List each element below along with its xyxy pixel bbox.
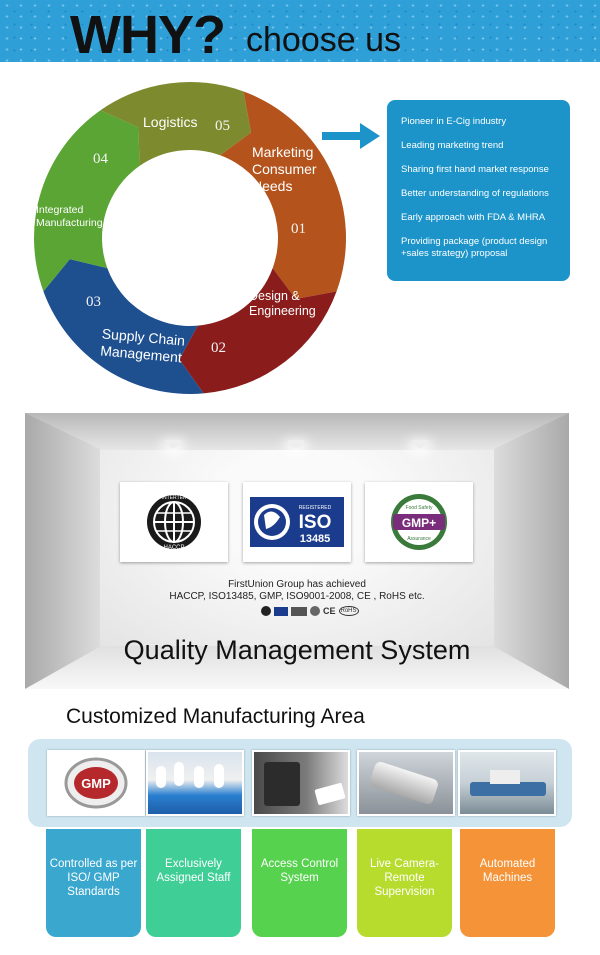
ring-segment-integrated	[34, 110, 140, 292]
gallery-left-wall	[25, 413, 100, 689]
advantage-item: Leading marketing trend	[401, 140, 504, 151]
iso-certificate-frame: REGISTERED ISO 13485	[243, 482, 351, 562]
advantage-item: Early approach with FDA & MHRA	[401, 212, 546, 223]
security-camera-photo	[357, 750, 455, 816]
cleanroom-staff-photo	[146, 750, 244, 816]
segment-label-supply-chain: Supply Chain Management	[99, 325, 186, 366]
access-keypad-photo	[252, 750, 350, 816]
iso9001-small-icon	[310, 606, 320, 616]
process-ring-diagram: Logistics 05 Marketing Consumer Needs 01…	[0, 62, 600, 402]
certification-gallery: INTERTEK HACCP REGISTERED ISO 13485 GMP+…	[25, 413, 569, 689]
gallery-right-wall	[494, 413, 569, 689]
gmp-plus-badge-icon: GMP+ Food Safety Assurance	[391, 494, 447, 550]
ring-segment-marketing	[220, 91, 346, 299]
segment-num-03: 03	[86, 294, 101, 310]
header-banner: WHY? choose us	[0, 0, 600, 62]
advantage-item: Better understanding of regulations	[401, 188, 549, 199]
spotlight-icon	[288, 440, 304, 448]
ce-mark-icon: CE	[323, 606, 336, 616]
cert-achieved-line1: FirstUnion Group has achieved	[228, 579, 366, 590]
right-arrow-icon	[322, 123, 380, 149]
segment-label-integrated: Integrated Manufacturing	[36, 204, 103, 229]
ring-segment-supply-chain	[43, 259, 204, 394]
haccp-certificate-frame: INTERTEK HACCP	[120, 482, 228, 562]
iso-small-icon	[274, 606, 288, 616]
advantage-item: Pioneer in E-Cig industry	[401, 116, 507, 127]
gmp-bottom-text: Assurance	[407, 536, 431, 542]
header-why: WHY?	[70, 5, 226, 62]
header-choose-us: choose us	[246, 21, 401, 59]
tile-access-control: Access Control System	[252, 829, 347, 937]
iso-registered-text: REGISTERED	[299, 505, 332, 511]
gmp-plus-text: GMP+	[402, 516, 436, 530]
tile-camera-supervision: Live Camera-Remote Supervision	[357, 829, 452, 937]
segment-num-01: 01	[291, 221, 306, 237]
haccp-bottom-text: HACCP	[163, 545, 184, 551]
gmp-small-icon	[291, 606, 307, 616]
haccp-globe-icon: INTERTEK HACCP	[147, 495, 201, 551]
cert-achieved-line2: HACCP, ISO13485, GMP, ISO9001-2008, CE ,…	[169, 591, 425, 602]
rohs-mark-icon: RoHS	[338, 606, 359, 616]
iso-number-text: 13485	[300, 533, 331, 545]
header-dot-pattern	[0, 0, 600, 62]
ring-center	[103, 151, 277, 325]
automated-machines-photo	[458, 750, 556, 816]
haccp-top-text: INTERTEK	[162, 495, 187, 501]
gallery-floor	[25, 646, 569, 689]
gmp-top-text: Food Safety	[406, 505, 433, 511]
segment-num-02: 02	[211, 340, 226, 356]
cma-title: Customized Manufacturing Area	[66, 705, 365, 728]
tile-iso-gmp-standards: Controlled as per ISO/ GMP Standards	[46, 829, 141, 937]
advantage-item: Providing package (product design +sales…	[401, 236, 548, 259]
segment-label-marketing: Marketing Consumer Needs	[252, 144, 317, 194]
gmp-seal-text: GMP	[81, 776, 111, 791]
advantage-item: Sharing first hand market response	[401, 164, 549, 175]
gmp-seal-photo: GMP	[47, 750, 145, 816]
ring-svg	[34, 82, 346, 394]
gmp-certificate-frame: GMP+ Food Safety Assurance	[365, 482, 473, 562]
haccp-small-icon	[261, 606, 271, 616]
ring-segment-logistics	[100, 82, 251, 166]
qms-title: Quality Management System	[123, 635, 471, 665]
tile-assigned-staff: Exclusively Assigned Staff	[146, 829, 241, 937]
cert-small-icons: CE RoHS	[261, 606, 359, 616]
ring-segment-design	[179, 268, 337, 394]
spotlight-icon	[165, 440, 181, 448]
tile-automated-machines: Automated Machines	[460, 829, 555, 937]
segment-label-design: Design & Engineering	[249, 289, 316, 318]
segment-label-logistics: Logistics	[143, 114, 198, 130]
segment-num-04: 04	[93, 151, 108, 167]
segment-num-05: 05	[215, 118, 230, 134]
iso-badge-icon: REGISTERED ISO 13485	[250, 497, 344, 547]
gmp-seal-icon: GMP	[64, 757, 128, 809]
advantages-box: Pioneer in E-Cig industry Leading market…	[387, 100, 570, 281]
iso-text: ISO	[299, 512, 332, 533]
spotlight-icon	[412, 440, 428, 448]
